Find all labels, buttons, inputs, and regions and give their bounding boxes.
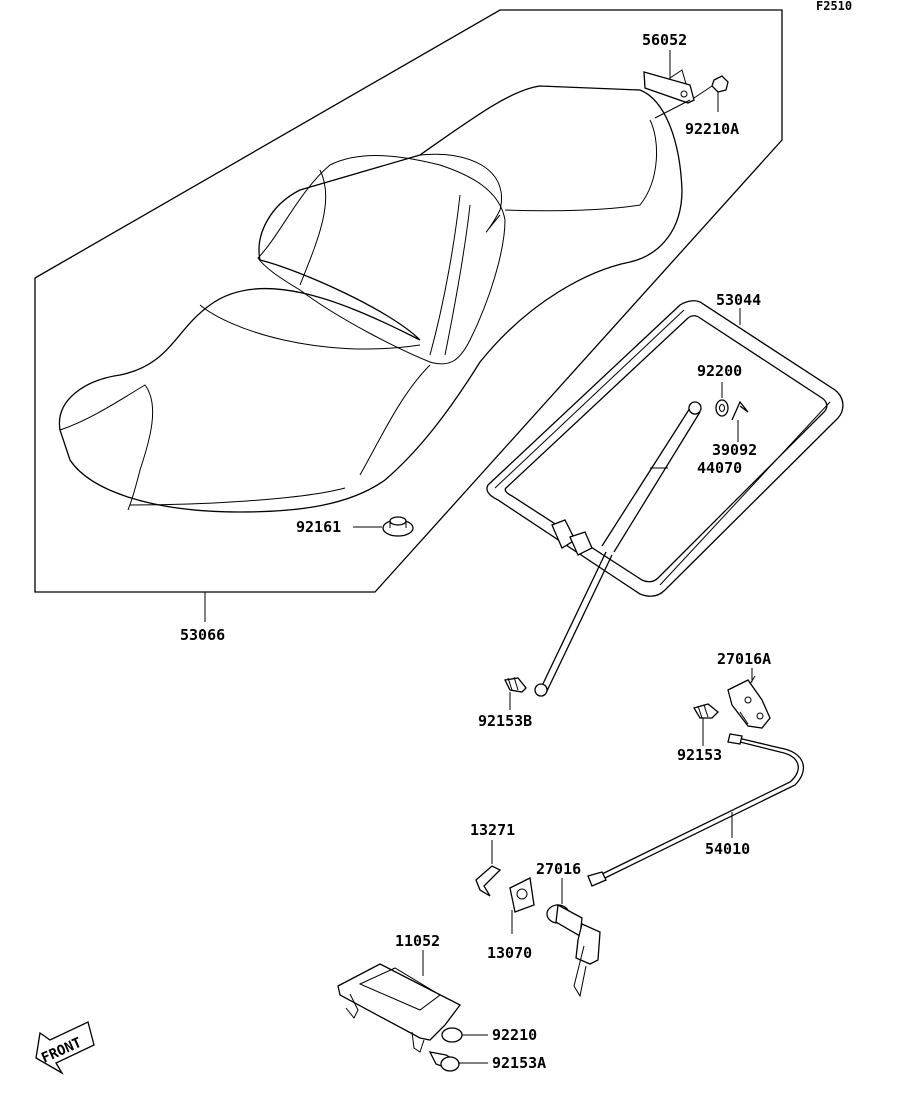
label-44070: 44070 xyxy=(697,459,742,477)
part-13271-clip[interactable] xyxy=(475,865,502,897)
part-54010-cable[interactable] xyxy=(587,733,804,887)
label-92153: 92153 xyxy=(677,746,722,764)
label-27016: 27016 xyxy=(536,860,581,878)
figure-code: F2510 xyxy=(816,0,852,13)
label-92210A: 92210A xyxy=(685,120,739,138)
label-54010: 54010 xyxy=(705,840,750,858)
label-56052: 56052 xyxy=(642,31,687,49)
part-92153A-bolt[interactable] xyxy=(428,1051,460,1072)
part-11052-bracket[interactable] xyxy=(337,963,461,1053)
label-13070: 13070 xyxy=(487,944,532,962)
part-92210A-nut[interactable] xyxy=(711,75,729,93)
svg-text:FRONT: FRONT xyxy=(39,1035,84,1067)
label-13271: 13271 xyxy=(470,821,515,839)
part-27016-lock-and-keys[interactable] xyxy=(546,903,601,998)
label-92153A: 92153A xyxy=(492,1054,546,1072)
part-92153B-bolt[interactable] xyxy=(504,676,527,693)
part-39092-clip[interactable] xyxy=(731,400,749,421)
label-92210: 92210 xyxy=(492,1026,537,1044)
part-56052-bracket[interactable] xyxy=(643,69,695,104)
label-27016A: 27016A xyxy=(717,650,771,668)
label-92153B: 92153B xyxy=(478,712,532,730)
part-92153-bolt[interactable] xyxy=(693,703,719,719)
label-53044: 53044 xyxy=(716,291,761,309)
part-92200-washer[interactable] xyxy=(715,399,729,417)
part-27016A-latch[interactable] xyxy=(727,675,771,729)
part-44070-gas-strut[interactable] xyxy=(534,401,702,697)
seat-assembly-outline xyxy=(34,9,783,593)
front-arrow-icon: FRONT xyxy=(35,1021,95,1075)
label-53066: 53066 xyxy=(180,626,225,644)
label-39092: 39092 xyxy=(712,441,757,459)
part-92210-nut[interactable] xyxy=(441,1027,463,1043)
part-92161-grommet[interactable] xyxy=(382,516,414,537)
seat-drawing xyxy=(58,85,683,513)
label-92161: 92161 xyxy=(296,518,341,536)
label-11052: 11052 xyxy=(395,932,440,950)
label-92200: 92200 xyxy=(697,362,742,380)
part-13070-plate[interactable] xyxy=(509,877,535,913)
part-53044-frame[interactable] xyxy=(486,300,844,597)
